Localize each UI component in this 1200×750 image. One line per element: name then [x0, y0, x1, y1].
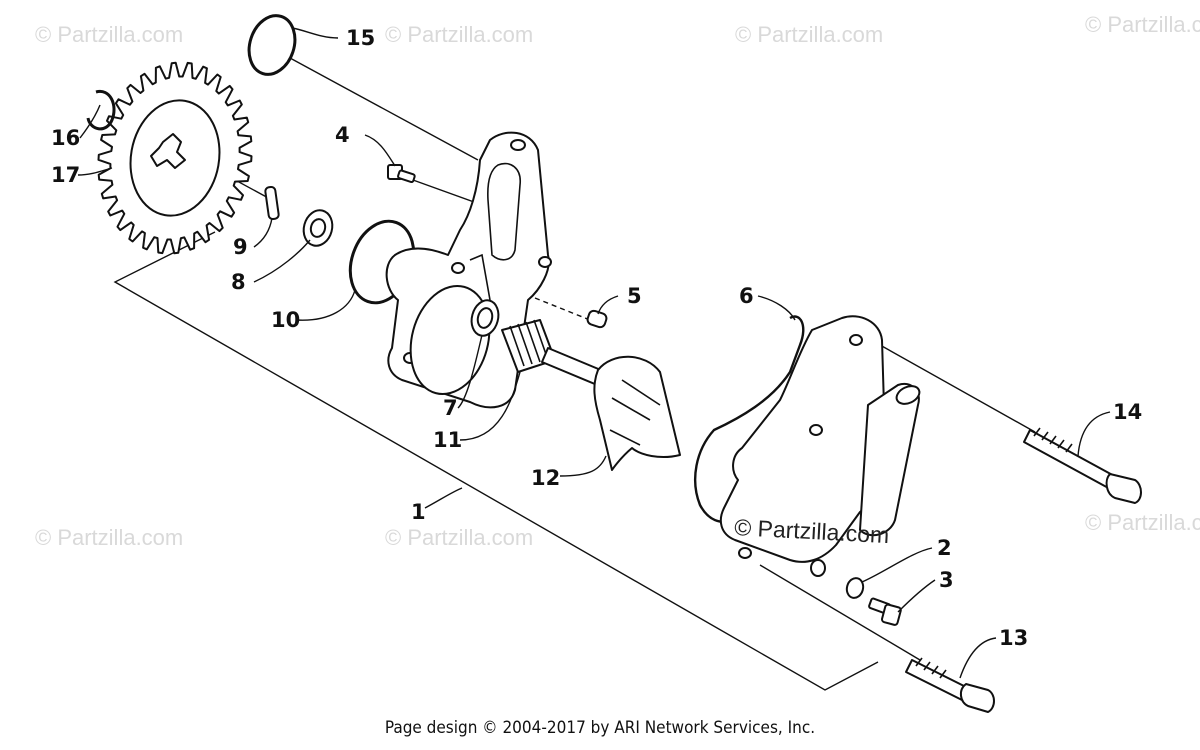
watermark-1: © Partzilla.com [35, 22, 183, 47]
snap-ring-16 [86, 89, 116, 131]
callout-12: 12 [531, 466, 560, 490]
callout-7: 7 [443, 396, 458, 420]
watermarks: © Partzilla.com © Partzilla.com © Partzi… [35, 12, 1200, 550]
assembly-bracket [113, 231, 879, 691]
o-ring-15 [247, 14, 297, 76]
callout-10: 10 [271, 308, 300, 332]
washer-8 [302, 209, 334, 247]
callout-16: 16 [51, 126, 80, 150]
pin-9 [264, 185, 280, 221]
leader-lines [77, 27, 1111, 679]
page-footer: Page design © 2004-2017 by ARI Network S… [384, 718, 816, 738]
callout-14: 14 [1113, 400, 1142, 424]
pump-cover [719, 315, 921, 577]
impeller-shaft-12 [541, 347, 681, 471]
callout-8: 8 [231, 270, 246, 294]
callout-17: 17 [51, 163, 80, 187]
gasket-6 [694, 315, 805, 524]
callout-3: 3 [939, 568, 954, 592]
dowel-pin-5 [586, 309, 608, 329]
callout-9: 9 [233, 235, 248, 259]
callout-1: 1 [411, 500, 426, 524]
watermark-4: © Partzilla.com [1085, 12, 1200, 37]
alignment-lines [179, 57, 1036, 661]
washer-2 [845, 577, 865, 599]
watermark-5: © Partzilla.com [35, 525, 183, 550]
watermark-2: © Partzilla.com [385, 22, 533, 47]
callout-6: 6 [739, 284, 754, 308]
bolt-14 [1023, 427, 1142, 504]
mechanical-seal-11 [501, 319, 556, 373]
callout-11: 11 [433, 428, 462, 452]
callout-13: 13 [999, 626, 1028, 650]
watermark-6: © Partzilla.com [385, 525, 533, 550]
seal-7 [470, 299, 500, 337]
sprocket-gear-17 [97, 61, 253, 255]
callouts: 1 2 3 4 5 6 7 8 9 10 11 12 13 14 15 16 1… [51, 26, 1142, 650]
bolt-13 [905, 657, 995, 713]
callout-2: 2 [937, 536, 952, 560]
bolt-4 [387, 164, 416, 184]
watermark-3: © Partzilla.com [735, 22, 883, 47]
callout-15: 15 [346, 26, 375, 50]
callout-5: 5 [627, 284, 642, 308]
bolt-3 [868, 597, 902, 626]
watermark-7: © Partzilla.com [1085, 510, 1200, 535]
callout-4: 4 [335, 123, 350, 147]
